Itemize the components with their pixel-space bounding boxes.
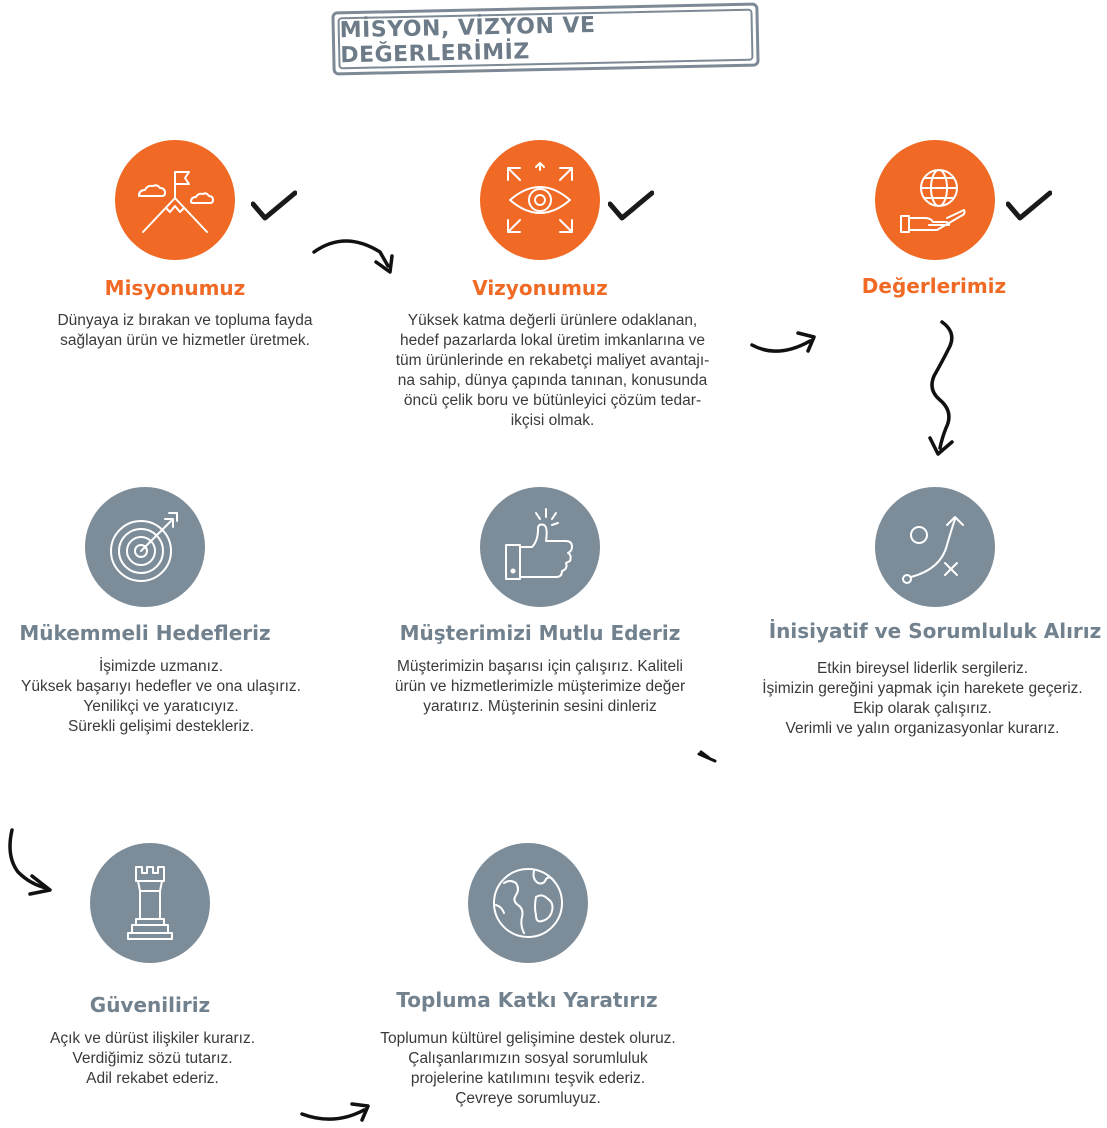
page-title: MİSYON, VİZYON VE DEĞERLERİMİZ [339, 12, 596, 69]
vision-check-icon [608, 190, 654, 221]
vision-circle [480, 140, 600, 260]
vision-line-1: Yüksek katma değerli ürünlere odaklanan, [407, 312, 698, 329]
initiative-heading: İnisiyatif ve Sorumluluk Alırız [768, 619, 1102, 643]
excellence-circle [85, 487, 205, 607]
small-arrow-mark [697, 750, 717, 763]
curved-arrow-2 [750, 331, 816, 353]
society-line-2: Çalışanlarımızın sosyal sorumluluk [408, 1050, 648, 1067]
excellence-line-4: Sürekli gelişimi destekleriz. [67, 718, 255, 735]
wavy-down-arrow [928, 320, 954, 456]
target-icon [110, 512, 178, 582]
trust-line-3: Adil rekabet ederiz. [86, 1070, 219, 1087]
excellence-line-1: İşimizde uzmanız. [98, 658, 224, 675]
vision-line-3: tüm ürünlerinde en rekabetçi maliyet ava… [395, 352, 710, 369]
trust-line-2: Verdiğimiz sözü tutarız. [72, 1050, 233, 1067]
customer-heading: Müşterimizi Mutlu Ederiz [399, 621, 681, 645]
thumbs-up-icon [505, 508, 573, 580]
earth-icon [493, 868, 563, 938]
trust-text: Açık ve dürüst ilişkiler kurarız. Verdiğ… [20, 1029, 285, 1089]
initiative-text: Etkin bireysel liderlik sergileriz. İşim… [730, 659, 1107, 739]
vision-line-5: öncü çelik boru ve bütünleyici çözüm ted… [403, 392, 702, 409]
mission-line-2: sağlayan ürün ve hizmetler üretmek. [60, 332, 310, 349]
mission-heading: Misyonumuz [104, 276, 246, 300]
customer-line-2: ürün ve hizmetlerimizle müşterimize değe… [394, 678, 686, 695]
curved-arrow-1 [312, 239, 394, 274]
excellence-line-3: Yenilikçi ve yaratıcıyız. [83, 698, 239, 715]
curved-arrow-4 [300, 1102, 370, 1122]
vision-line-6: ikçisi olmak. [510, 412, 595, 429]
values-check-icon [1006, 190, 1052, 221]
excellence-line-2: Yüksek başarıyı hedefler ve ona ulaşırız… [20, 678, 301, 695]
society-text: Toplumun kültürel gelişimine destek olur… [338, 1029, 718, 1109]
initiative-line-4: Verimli ve yalın organizasyonlar kurarız… [785, 720, 1060, 737]
values-heading: Değerlerimiz [861, 274, 1007, 298]
customer-line-3: yaratırız. Müşterinin sesini dinleriz [423, 698, 657, 715]
vision-line-2: hedef pazarlarda lokal üretim imkanların… [400, 332, 705, 349]
society-heading: Topluma Katkı Yaratırız [396, 988, 658, 1012]
initiative-circle [875, 487, 995, 607]
curved-arrow-3 [8, 828, 52, 896]
strategy-icon [902, 516, 964, 584]
stamp-inner-border: MİSYON, VİZYON VE DEĞERLERİMİZ [337, 8, 754, 70]
initiative-line-1: Etkin bireysel liderlik sergileriz. [816, 660, 1029, 677]
eye-expand-icon [507, 162, 573, 233]
mountain-flag-icon [138, 171, 214, 233]
society-line-1: Toplumun kültürel gelişimine destek olur… [380, 1030, 676, 1047]
trust-heading: Güveniliriz [89, 993, 211, 1017]
society-line-3: projelerine katılımını teşvik ederiz. [410, 1070, 646, 1087]
title-stamp: MİSYON, VİZYON VE DEĞERLERİMİZ [331, 2, 760, 76]
customer-text: Müşterimizin başarısı için çalışırız. Ka… [355, 657, 725, 717]
mission-circle [115, 140, 235, 260]
trust-line-1: Açık ve dürüst ilişkiler kurarız. [50, 1030, 255, 1047]
excellence-text: İşimizde uzmanız. Yüksek başarıyı hedefl… [0, 657, 322, 737]
customer-line-1: Müşterimizin başarısı için çalışırız. Ka… [397, 658, 683, 675]
vision-text: Yüksek katma değerli ürünlere odaklanan,… [360, 311, 745, 431]
mission-check-icon [251, 190, 297, 221]
vision-heading: Vizyonumuz [472, 276, 608, 300]
initiative-line-2: İşimizin gereğini yapmak için harekete g… [762, 680, 1083, 697]
vision-line-4: na sahip, dünya çapında tanınan, konusun… [397, 372, 708, 389]
chess-rook-icon [127, 866, 173, 940]
trust-circle [90, 843, 210, 963]
society-line-4: Çevreye sorumluyuz. [455, 1090, 601, 1107]
excellence-heading: Mükemmeli Hedefleriz [19, 621, 271, 645]
globe-hand-icon [900, 169, 966, 233]
mission-line-1: Dünyaya iz bırakan ve topluma fayda [57, 312, 313, 329]
society-circle [468, 843, 588, 963]
initiative-line-3: Ekip olarak çalışırız. [853, 700, 992, 717]
mission-text: Dünyaya iz bırakan ve topluma fayda sağl… [20, 311, 350, 351]
customer-circle [480, 487, 600, 607]
values-circle [875, 140, 995, 260]
